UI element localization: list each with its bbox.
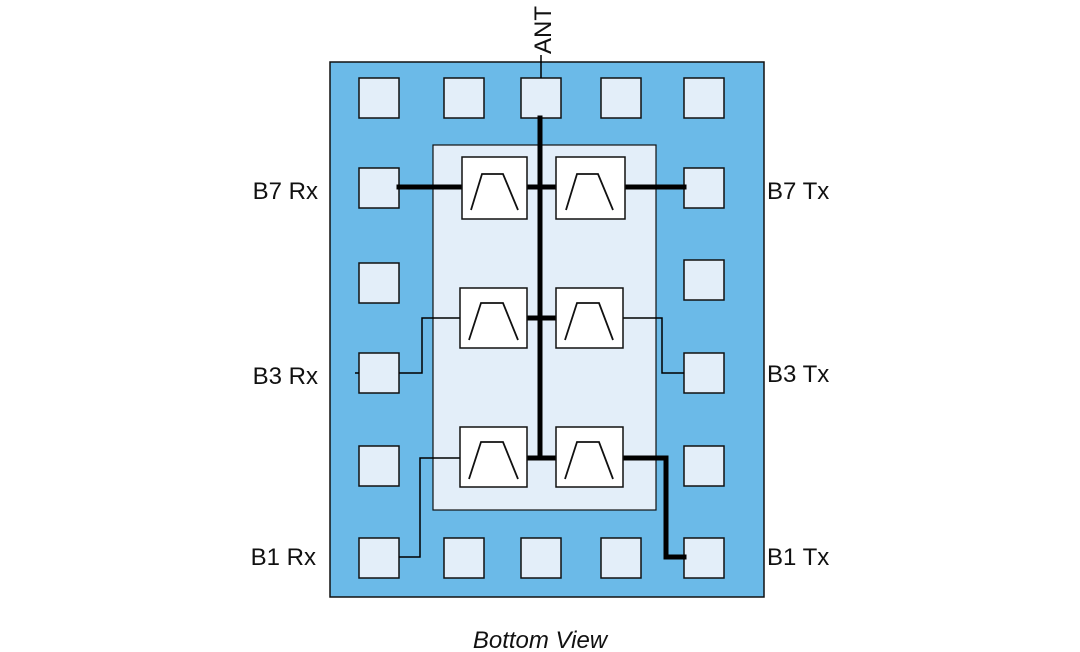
filter-b7-rx [461, 156, 528, 220]
bandpass-symbol-b3-rx [468, 302, 519, 341]
filter-b7-tx [555, 156, 626, 220]
pin-top-4 [600, 77, 642, 119]
pin-bottom-3 [520, 537, 562, 579]
caption-bottom-view: Bottom View [473, 627, 609, 652]
filter-b1-rx [459, 426, 528, 488]
pin-right-gnd-1 [683, 259, 725, 301]
label-b1-tx: B1 Tx [767, 544, 829, 571]
pin-b1-rx [358, 537, 400, 579]
b1-tx-trace [622, 455, 687, 560]
pin-top-2 [443, 77, 485, 119]
b3-rx-trace [399, 317, 460, 374]
pin-left-gnd-2 [358, 445, 400, 487]
bandpass-symbol-b1-tx [564, 441, 614, 480]
label-b7-rx: B7 Rx [253, 178, 318, 205]
pin-bottom-2 [443, 537, 485, 579]
pin-b7-tx [683, 167, 725, 209]
label-antenna: ANT [530, 6, 557, 54]
pin-bottom-4 [600, 537, 642, 579]
pin-right-gnd-2 [683, 445, 725, 487]
label-b3-rx: B3 Rx [253, 363, 318, 390]
pin-b1-tx [683, 537, 725, 579]
pin-top-5 [683, 77, 725, 119]
pin-top-1 [358, 77, 400, 119]
b1-rx-trace [399, 457, 460, 558]
label-b7-tx: B7 Tx [767, 178, 829, 205]
b3-tx-trace [623, 317, 684, 374]
bandpass-symbol-b7-tx [565, 173, 614, 211]
pin-b3-rx [358, 352, 400, 394]
label-b1-rx: B1 Rx [251, 544, 316, 571]
pin-left-gnd-1 [358, 262, 400, 304]
bandpass-symbol-b1-rx [468, 441, 519, 480]
pin-antenna [520, 77, 562, 119]
bandpass-symbol-b7-rx [470, 173, 519, 211]
filter-b3-rx [459, 287, 528, 349]
pin-b3-tx [683, 352, 725, 394]
bandpass-symbol-b3-tx [564, 302, 614, 341]
pin-b7-rx [358, 167, 400, 209]
label-b3-tx: B3 Tx [767, 361, 829, 388]
